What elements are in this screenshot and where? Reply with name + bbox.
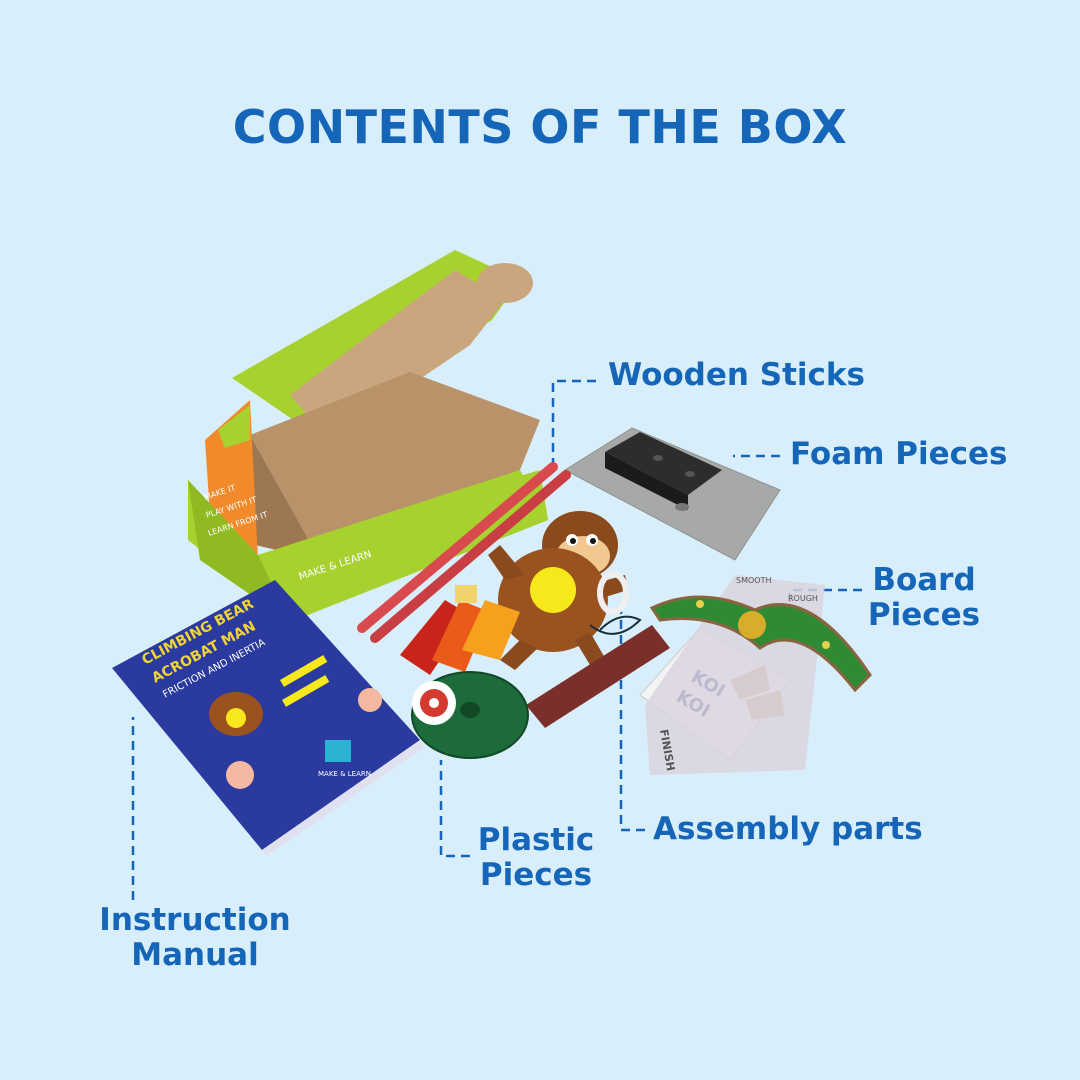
- leader-line-board-pieces: [788, 588, 862, 612]
- label-instruction-manual: Instruction Manual: [99, 902, 291, 973]
- leader-line-assembly-parts: [619, 600, 645, 832]
- sandpaper-strip-illustration: [526, 625, 670, 728]
- leader-lines: [131, 379, 862, 900]
- board-pieces-illustration: SMOOTH ROUGH FINISH: [645, 575, 872, 775]
- manual-brand: MAKE & LEARN: [318, 770, 371, 778]
- box-illustration: MAKE & LEARN MAKE IT PLAY WITH IT LEARN …: [188, 250, 548, 622]
- label-assembly-parts: Assembly parts: [653, 811, 923, 847]
- label-board-pieces: Board Pieces: [867, 562, 981, 633]
- wooden-sticks-illustration: [357, 462, 571, 643]
- page-title: CONTENTS OF THE BOX: [232, 100, 848, 154]
- string-illustration: [589, 571, 642, 635]
- foam-pieces-illustration: [564, 427, 781, 561]
- board-rough-text: ROUGH: [788, 594, 818, 603]
- plastic-pieces-illustration: [411, 671, 529, 759]
- label-foam-pieces: Foam Pieces: [790, 436, 1008, 472]
- monkey-cutout-illustration: [488, 511, 628, 670]
- label-plastic-pieces: Plastic Pieces: [477, 822, 595, 893]
- colored-plates-illustration: [400, 585, 520, 675]
- label-wooden-sticks: Wooden Sticks: [608, 357, 865, 393]
- leader-line-plastic-pieces: [439, 760, 470, 858]
- board-smooth-text: SMOOTH: [736, 576, 771, 585]
